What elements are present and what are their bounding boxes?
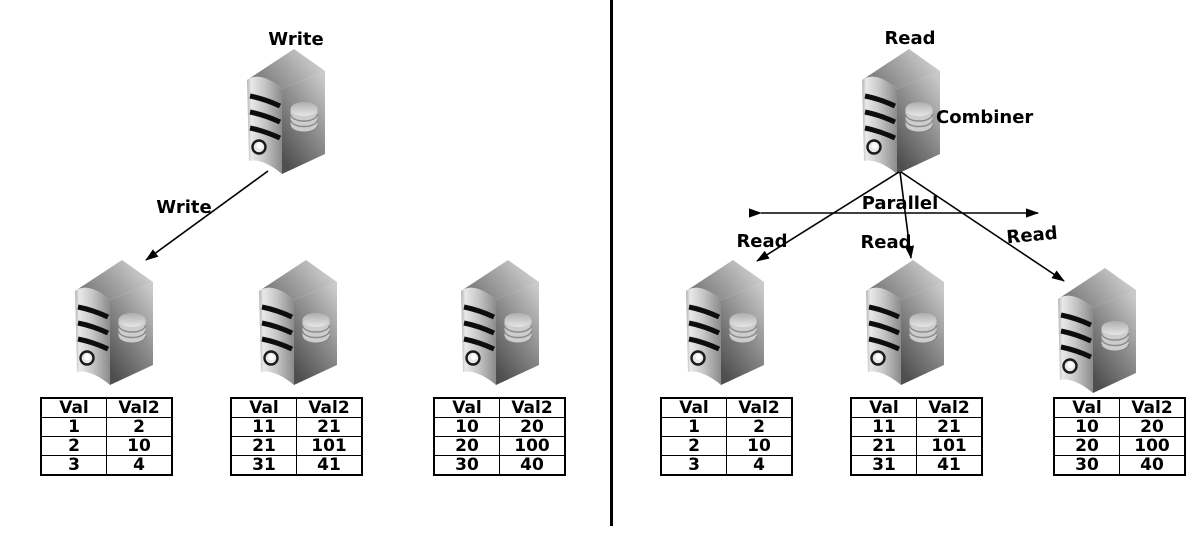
right-replica-server-3-icon [1058,266,1136,393]
table-header-cell: Val [660,397,727,418]
table-cell: 21 [230,436,297,456]
table-cell: 4 [726,455,793,476]
table-cell: 101 [296,436,363,456]
table-cell: 2 [726,417,793,437]
table-header-cell: Val [40,397,107,418]
table-cell: 41 [296,455,363,476]
table-cell: 31 [850,455,917,476]
table-header-cell: Val [1053,397,1120,418]
table-cell: 4 [106,455,173,476]
table-cell: 31 [230,455,297,476]
table-cell: 3 [660,455,727,476]
table-header-cell: Val2 [726,397,793,418]
table-cell: 20 [433,436,500,456]
table-cell: 10 [106,436,173,456]
table-cell: 1 [40,417,107,437]
table-cell: 20 [1119,417,1186,437]
table-cell: 21 [850,436,917,456]
table-header-cell: Val [433,397,500,418]
table-cell: 21 [916,417,983,437]
read-title-label: Read [884,28,936,49]
table-cell: 11 [850,417,917,437]
table-cell: 1 [660,417,727,437]
table-header-cell: Val2 [1119,397,1186,418]
table-cell: 2 [106,417,173,437]
table-cell: 3 [40,455,107,476]
table-cell: 11 [230,417,297,437]
combiner-label: Combiner [936,107,1034,128]
right-replica-server-2-icon [866,258,944,385]
table-cell: 10 [726,436,793,456]
table-cell: 21 [296,417,363,437]
table-header-cell: Val [850,397,917,418]
table-cell: 10 [1053,417,1120,437]
read-edge-label-right: Read [1005,222,1059,249]
table-cell: 20 [1053,436,1120,456]
table-header-cell: Val2 [499,397,566,418]
table-cell: 2 [40,436,107,456]
parallel-label: Parallel [861,193,939,214]
write-title-label: Write [268,29,324,50]
table-cell: 30 [1053,455,1120,476]
write-master-server-icon [247,47,325,174]
combiner-server-icon [862,47,940,174]
write-edge-label: Write [156,197,212,218]
left-replica-server-3-icon [461,258,539,385]
left-replica-server-2-icon [259,258,337,385]
read-edge-label-left: Read [736,231,788,252]
table-cell: 100 [499,436,566,456]
table-cell: 100 [1119,436,1186,456]
table-cell: 40 [1119,455,1186,476]
read-edge-label-middle: Read [860,232,912,253]
right-replica-server-1-icon [686,258,764,385]
table-header-cell: Val [230,397,297,418]
table-cell: 40 [499,455,566,476]
table-cell: 41 [916,455,983,476]
table-header-cell: Val2 [296,397,363,418]
table-cell: 101 [916,436,983,456]
table-cell: 10 [433,417,500,437]
table-header-cell: Val2 [106,397,173,418]
table-cell: 2 [660,436,727,456]
left-replica-server-1-icon [75,258,153,385]
table-header-cell: Val2 [916,397,983,418]
table-cell: 20 [499,417,566,437]
table-cell: 30 [433,455,500,476]
